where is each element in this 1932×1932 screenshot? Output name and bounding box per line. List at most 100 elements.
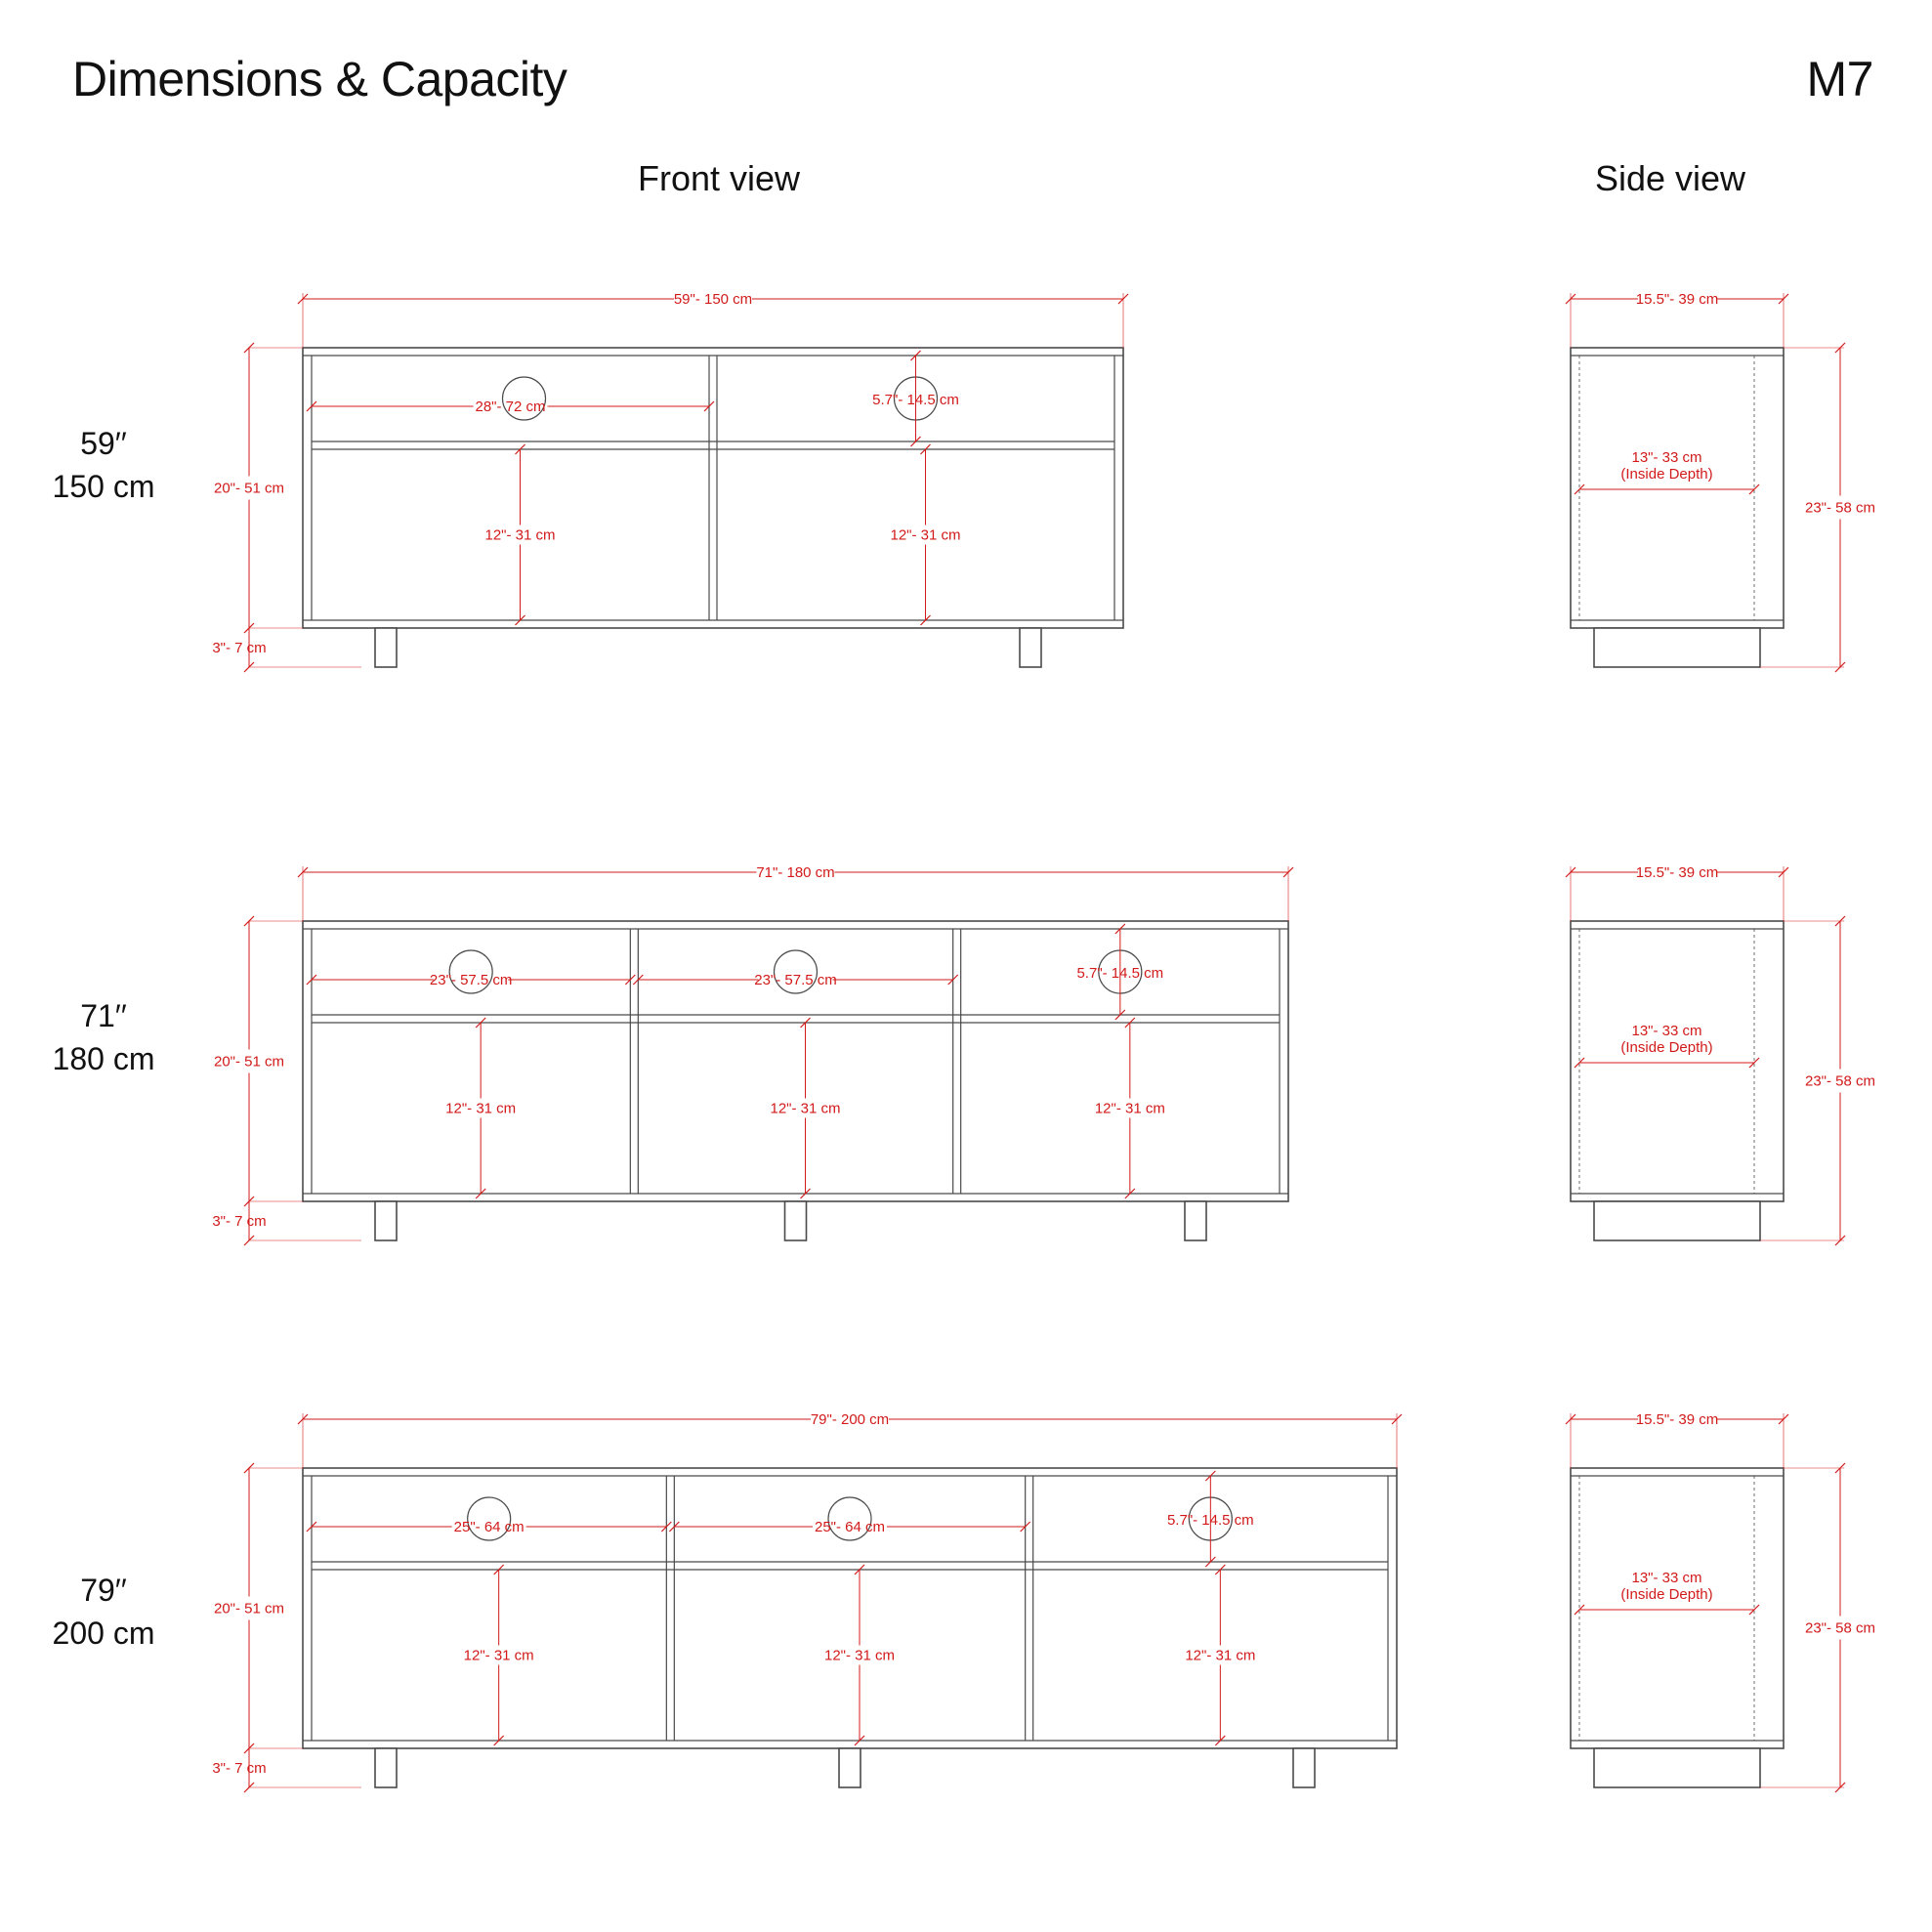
dimension-tick (475, 1017, 486, 1029)
dimension-tick (800, 1017, 811, 1029)
dimension-tick (703, 400, 715, 412)
unit-2-leg (1184, 1200, 1207, 1241)
unit-2-cable-hole (773, 949, 819, 994)
unit-3-leg (1292, 1747, 1316, 1788)
dimension-tick (800, 1188, 811, 1199)
side-view-label: Side view (1594, 158, 1746, 198)
unit-2-leg (374, 1200, 398, 1241)
dimension-tick (1020, 1521, 1031, 1533)
unit-1-bottom-height-label: 12"- 31 cm (890, 527, 960, 544)
dimension-tick (920, 614, 931, 626)
unit-2-leg-dimension-label: 3"- 7 cm (212, 1213, 266, 1230)
dimension-tick (515, 443, 525, 455)
page-title: Dimensions & Capacity (72, 52, 567, 106)
unit-3-top-height-label: 5.7"- 14.5 cm (1167, 1512, 1254, 1529)
dimension-tick (1748, 1604, 1760, 1616)
unit-1-inside-depth-note: (Inside Depth) (1620, 466, 1712, 483)
size-centimeters: 200 cm (52, 1616, 155, 1651)
unit-2-side-carcass (1570, 920, 1785, 1202)
dimension-tick (947, 974, 959, 986)
unit-3-inside-depth-label: 13"- 33 cm (1631, 1570, 1701, 1586)
unit-3-side-base (1593, 1747, 1761, 1788)
unit-2-cable-hole (448, 949, 493, 994)
unit-3-side-width-dimension-label: 15.5"- 39 cm (1636, 1411, 1719, 1428)
unit-3-bay-width-dimension-label: 25"- 64 cm (815, 1519, 885, 1535)
dimension-tick (910, 436, 921, 447)
unit-3-bottom-height-label: 12"- 31 cm (824, 1648, 895, 1664)
dimension-tick (306, 1521, 317, 1533)
dimension-tick (493, 1735, 505, 1746)
dimension-tick (515, 614, 525, 626)
unit-3-bottom-height-label: 12"- 31 cm (1185, 1648, 1255, 1664)
unit-1-cable-hole (501, 376, 547, 421)
unit-2-leg (783, 1200, 808, 1241)
unit-2-width-dimension-label: 71"- 180 cm (756, 864, 834, 881)
dimension-tick (624, 974, 636, 986)
unit-3-width-dimension-label: 79"- 200 cm (811, 1411, 889, 1428)
unit-1-total-height-dimension-label: 23"- 58 cm (1805, 500, 1875, 517)
unit-3-bay-width-dimension-label: 25"- 64 cm (454, 1519, 525, 1535)
unit-1-side-carcass (1570, 347, 1785, 629)
dimension-tick (1748, 483, 1760, 495)
dimension-tick (1124, 1017, 1136, 1029)
unit-3-inside-depth-note: (Inside Depth) (1620, 1586, 1712, 1603)
unit-1-bottom-height-label: 12"- 31 cm (484, 527, 555, 544)
unit-3-cable-hole (827, 1496, 872, 1541)
unit-1-front-carcass (302, 347, 1124, 629)
dimension-tick (1748, 1057, 1760, 1069)
dimension-tick (1114, 1009, 1126, 1021)
dimension-tick (306, 400, 317, 412)
unit-1-side-width-dimension-label: 15.5"- 39 cm (1636, 291, 1719, 308)
size-inches: 59′′ (80, 426, 127, 461)
unit-2-side-width-dimension-label: 15.5"- 39 cm (1636, 864, 1719, 881)
dimension-tick (475, 1188, 486, 1199)
unit-1-leg (374, 627, 398, 668)
dimension-tick (1574, 1057, 1585, 1069)
unit-1-width-dimension-label: 59"- 150 cm (674, 291, 752, 308)
dimension-tick (854, 1735, 865, 1746)
front-view-label: Front view (637, 158, 801, 198)
unit-3-leg (838, 1747, 861, 1788)
dimension-tick (854, 1564, 865, 1575)
dimension-tick (660, 1521, 672, 1533)
size-label-180: 71′′ 180 cm (25, 994, 182, 1080)
dimension-tick (1574, 483, 1585, 495)
unit-3-total-height-dimension-label: 23"- 58 cm (1805, 1620, 1875, 1637)
unit-2-front-carcass (302, 920, 1289, 1202)
dimension-tick (1204, 1470, 1216, 1482)
unit-3-height-dimension-label: 20"- 51 cm (214, 1601, 284, 1617)
size-label-150: 59′′ 150 cm (25, 422, 182, 508)
model-name: M7 (1806, 52, 1874, 106)
unit-1-top-height-label: 5.7"- 14.5 cm (872, 392, 959, 408)
unit-1-side-base (1593, 627, 1761, 668)
unit-2-total-height-dimension-label: 23"- 58 cm (1805, 1073, 1875, 1090)
unit-2-inside-depth-label: 13"- 33 cm (1631, 1023, 1701, 1039)
size-centimeters: 180 cm (52, 1041, 155, 1076)
dimension-tick (1204, 1556, 1216, 1568)
unit-2-side-base (1593, 1200, 1761, 1241)
unit-3-bottom-height-label: 12"- 31 cm (464, 1648, 534, 1664)
size-inches: 71′′ (80, 998, 127, 1033)
unit-3-front-carcass (302, 1467, 1398, 1749)
size-label-200: 79′′ 200 cm (25, 1569, 182, 1655)
dimension-tick (493, 1564, 505, 1575)
size-centimeters: 150 cm (52, 469, 155, 504)
unit-2-height-dimension-label: 20"- 51 cm (214, 1054, 284, 1071)
unit-1-leg-dimension-label: 3"- 7 cm (212, 640, 266, 656)
unit-2-bottom-height-label: 12"- 31 cm (1095, 1101, 1165, 1117)
dimension-tick (632, 974, 644, 986)
dimension-tick (910, 350, 921, 361)
dimension-tick (1574, 1604, 1585, 1616)
unit-2-inside-depth-note: (Inside Depth) (1620, 1039, 1712, 1056)
unit-3-leg (374, 1747, 398, 1788)
unit-3-leg-dimension-label: 3"- 7 cm (212, 1760, 266, 1777)
dimension-tick (668, 1521, 680, 1533)
unit-1-inside-depth-label: 13"- 33 cm (1631, 449, 1701, 466)
unit-2-bottom-height-label: 12"- 31 cm (445, 1101, 516, 1117)
unit-2-top-height-label: 5.7"- 14.5 cm (1076, 965, 1163, 982)
size-inches: 79′′ (80, 1573, 127, 1608)
unit-2-bay-width-dimension-label: 23"- 57.5 cm (430, 972, 513, 988)
dimension-tick (1114, 923, 1126, 935)
unit-2-bay-width-dimension-label: 23"- 57.5 cm (754, 972, 837, 988)
